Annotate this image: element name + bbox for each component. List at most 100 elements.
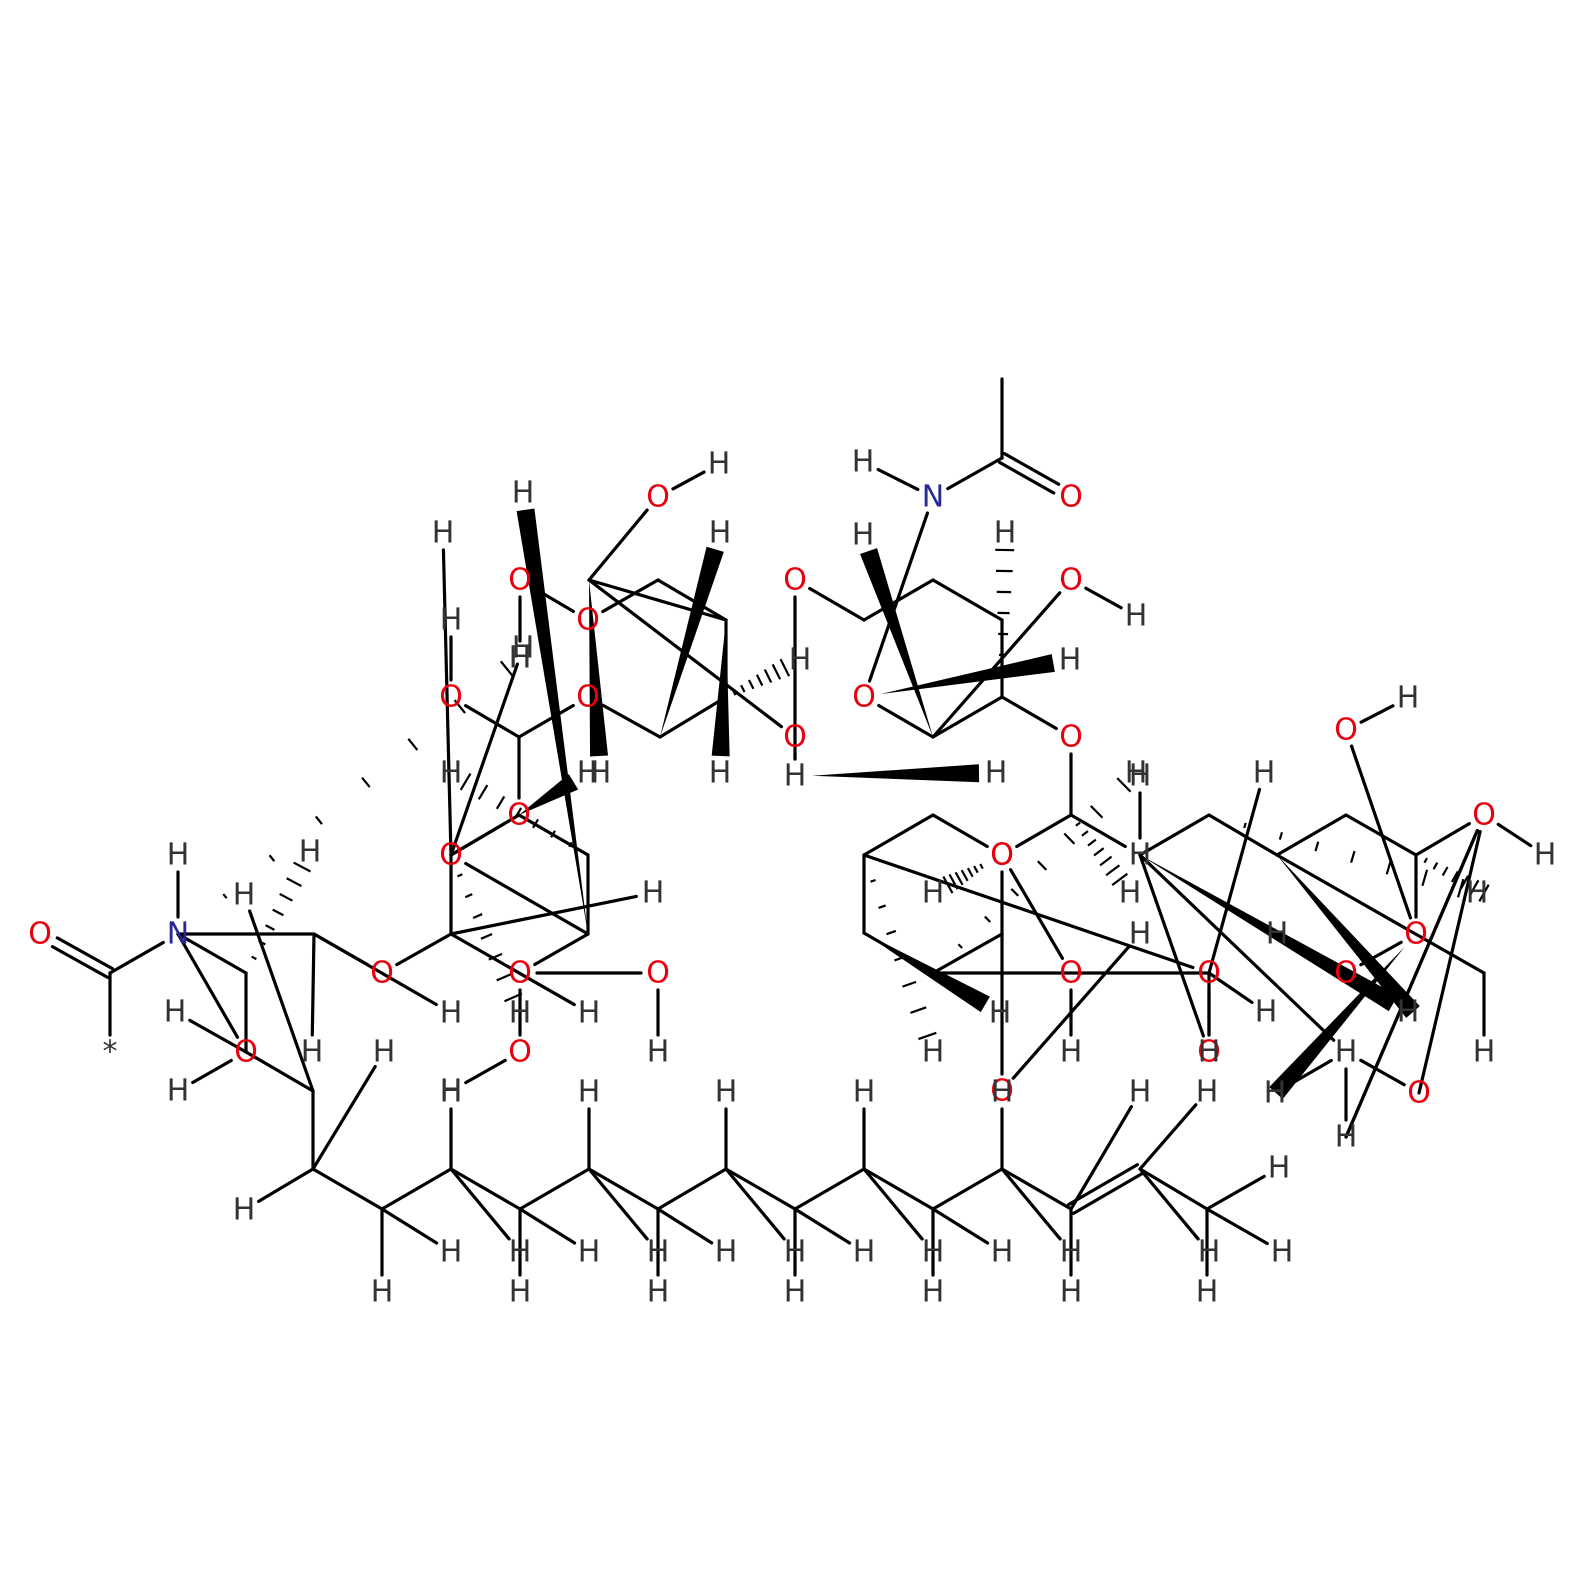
wedge-bond: [660, 546, 724, 737]
atom-label-o: O: [1059, 563, 1083, 598]
atom-label-h: H: [922, 1235, 945, 1270]
atom-label-h: H: [853, 1235, 876, 1270]
single-bond: [1138, 853, 1336, 1042]
atom-label-h: H: [301, 1035, 324, 1070]
single-bond: [312, 932, 438, 1007]
atom-label-h: H: [1125, 756, 1148, 791]
single-bond: [1359, 704, 1395, 724]
single-bond: [1275, 813, 1348, 857]
atom-label-o: O: [508, 563, 532, 598]
single-bond: [1414, 822, 1471, 857]
single-bond: [867, 511, 930, 683]
hashed-bond: [732, 658, 791, 696]
single-bond: [931, 1167, 1004, 1211]
double-bond: [1066, 1163, 1145, 1215]
atom-label-o: O: [646, 956, 670, 991]
single-bond: [724, 1167, 797, 1211]
wedge-bond: [1269, 946, 1405, 1099]
atom-label-h: H: [994, 516, 1017, 551]
atom-label-h: *: [103, 1035, 118, 1070]
single-bond: [449, 1167, 511, 1241]
single-bond: [1496, 822, 1533, 848]
atom-label-o: O: [439, 680, 463, 715]
atom-label-o: O: [990, 838, 1014, 873]
single-bond: [656, 1167, 728, 1211]
atom-label-o: O: [990, 838, 1014, 873]
wedge-bond: [1140, 855, 1398, 1012]
atom-label-h: H: [991, 1235, 1014, 1270]
atom-label-o: O: [370, 956, 394, 991]
single-bond: [1069, 1105, 1133, 1211]
atom-label-h: H: [852, 445, 875, 480]
atom-label-o: O: [1197, 1035, 1221, 1070]
single-bond: [518, 1167, 591, 1211]
atom-label-h: H: [299, 835, 322, 870]
atom-label-h: H: [512, 631, 535, 666]
hashed-bond: [222, 660, 514, 899]
single-bond: [188, 1018, 248, 1054]
atom-label-o: O: [1404, 917, 1428, 952]
single-bond: [1000, 1167, 1062, 1241]
single-bond: [1000, 1167, 1073, 1211]
single-bond: [533, 932, 590, 967]
atom-label-o: O: [508, 956, 532, 991]
atom-label-h: H: [509, 1235, 532, 1270]
atom-label-h: H: [1397, 681, 1420, 716]
single-bond: [1084, 586, 1123, 610]
single-bond: [862, 1167, 935, 1211]
single-bond: [1015, 813, 1073, 849]
wedge-bond: [1277, 855, 1420, 1018]
atom-label-o: O: [783, 563, 807, 598]
single-bond: [862, 813, 935, 857]
single-bond: [395, 932, 453, 967]
atom-label-h: H: [922, 1275, 945, 1310]
atom-label-h: H: [642, 876, 665, 911]
atom-label-n: N: [922, 480, 944, 515]
single-bond: [176, 932, 240, 1039]
atom-label-h: H: [1473, 1035, 1496, 1070]
atom-label-h: H: [1198, 1035, 1221, 1070]
single-bond: [1138, 853, 1205, 1038]
single-bond: [808, 586, 866, 622]
atom-label-h: H: [512, 476, 535, 511]
single-bond: [931, 1207, 990, 1245]
atom-label-h: H: [991, 1075, 1014, 1110]
double-bond: [50, 936, 115, 979]
atom-label-o: O: [1197, 956, 1221, 991]
single-bond: [724, 1167, 786, 1241]
atom-label-h: H: [715, 1075, 738, 1110]
atom-label-h: H: [577, 756, 600, 791]
atom-label-o: O: [990, 1074, 1014, 1109]
atom-label-o: O: [576, 680, 600, 715]
atom-label-h: H: [440, 996, 463, 1031]
single-bond: [931, 591, 1062, 739]
atom-label-h: H: [578, 1235, 601, 1270]
single-bond: [449, 1167, 522, 1211]
hashed-bond: [251, 861, 311, 961]
hashed-bond: [1075, 821, 1128, 887]
atom-label-h: H: [985, 756, 1008, 791]
atom-label-o: O: [576, 603, 600, 638]
atom-label-h: H: [789, 643, 812, 678]
single-bond: [464, 861, 590, 936]
single-bond: [1205, 1207, 1269, 1246]
atom-label-h: H: [440, 756, 463, 791]
single-bond: [587, 1167, 649, 1241]
single-bond: [587, 508, 649, 582]
atom-label-h: H: [1196, 1075, 1219, 1110]
atom-label-h: H: [1129, 917, 1152, 952]
wedge-bond: [589, 580, 609, 757]
atom-label-h: H: [1397, 995, 1420, 1030]
single-bond: [601, 703, 662, 739]
atom-label-h: H: [853, 1075, 876, 1110]
single-bond: [601, 578, 660, 614]
single-bond: [380, 1167, 453, 1211]
single-bond: [311, 1167, 384, 1211]
single-bond: [931, 695, 1004, 739]
atom-label-h: H: [164, 995, 187, 1030]
single-bond: [257, 1167, 315, 1203]
atom-label-o: O: [1334, 713, 1358, 748]
hashed-bond: [870, 878, 937, 1041]
atom-label-h: H: [589, 756, 612, 791]
single-bond: [587, 1167, 660, 1211]
